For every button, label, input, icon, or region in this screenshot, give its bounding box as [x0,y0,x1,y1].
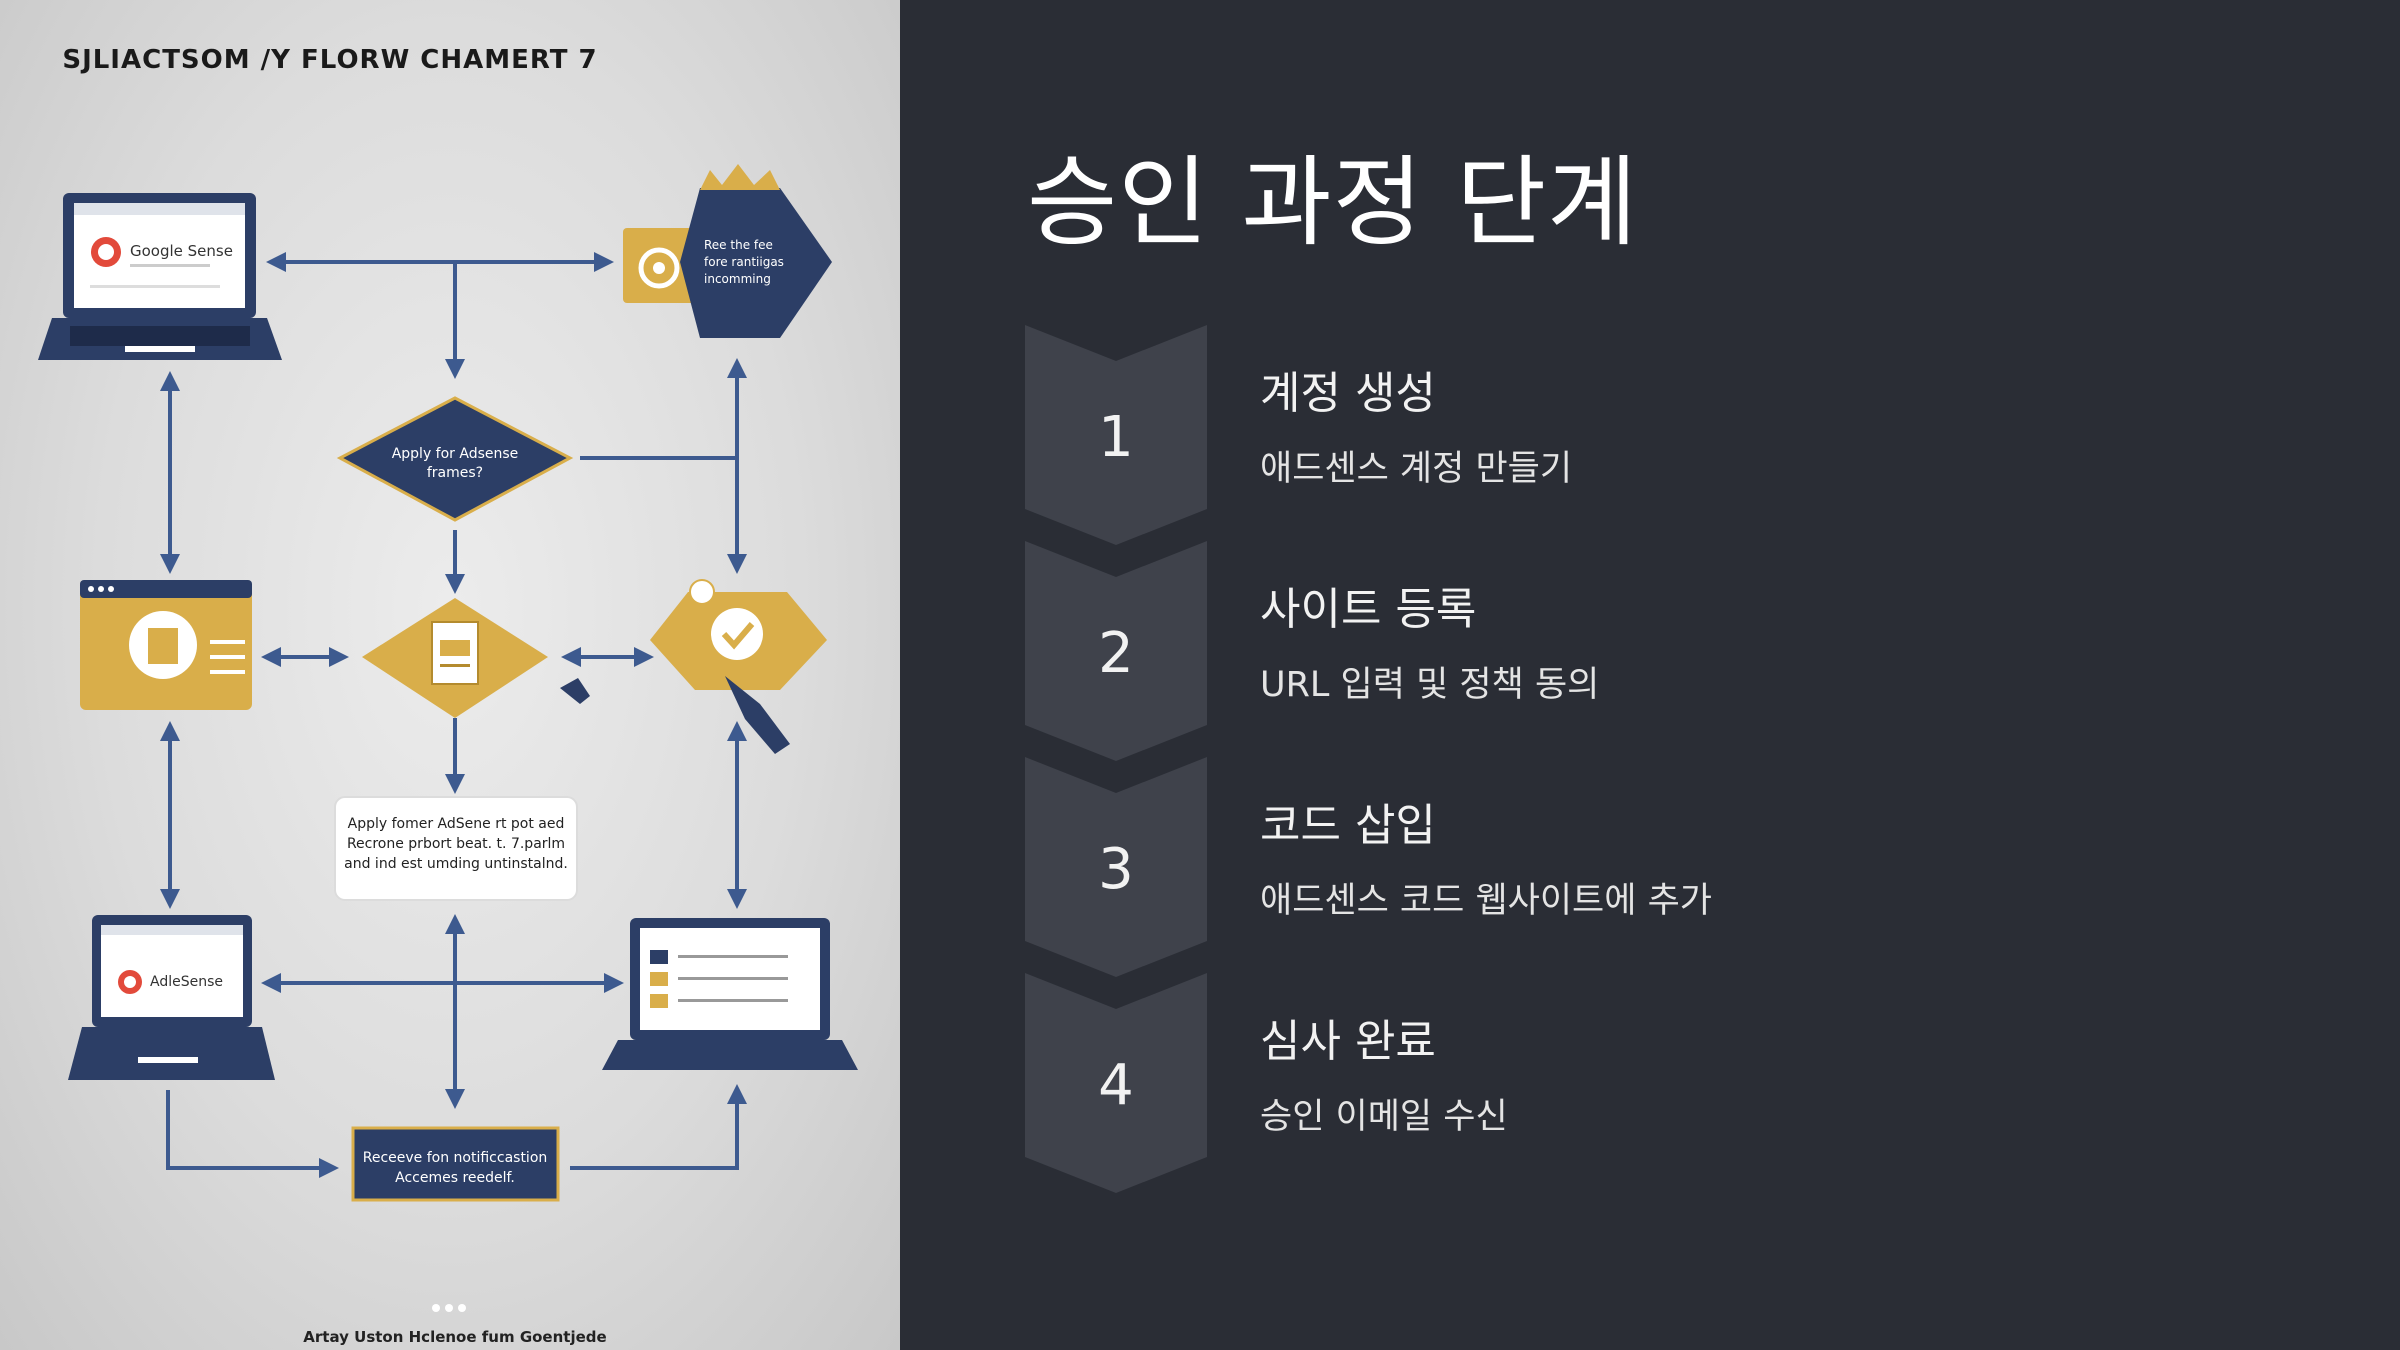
pointer-icon [560,678,590,704]
crown-badge: Ree the fee fore rantiigas incomming [623,164,832,338]
step-title: 계정 생성 [1260,368,1436,419]
flowchart-image: SJLIACTSOM /Y FLORW CHAMERT 7 [0,0,900,1350]
final-box: Receeve fon notificcastion Accemes reede… [351,1126,560,1202]
step-title: 사이트 등록 [1260,584,1477,635]
flow-connectors [160,252,747,1178]
laptop-bottom-right [602,918,858,1070]
step-chevron [1025,541,1207,761]
svg-text:fore rantiigas: fore rantiigas [704,255,784,269]
step-number: 3 [1098,837,1134,902]
step-4: 4 심사 완료 승인 이메일 수신 [1025,973,2225,1193]
step-description: URL 입력 및 정책 동의 [1260,665,1600,705]
step-chevron [1025,757,1207,977]
svg-text:Apply fomer AdSene rt pot aed: Apply fomer AdSene rt pot aed [348,816,565,832]
svg-text:Apply for Adsense: Apply for Adsense [392,446,519,462]
step-number: 1 [1098,405,1134,470]
step-1: 1 계정 생성 애드센스 계정 만들기 [1025,325,2225,545]
decision-diamond: Apply for Adsense frames? [336,396,574,522]
step-title: 코드 삽입 [1260,800,1436,851]
svg-text:incomming: incomming [704,272,771,286]
flowchart-heading: SJLIACTSOM /Y FLORW CHAMERT 7 [62,45,597,75]
step-description: 애드센스 코드 웹사이트에 추가 [1260,881,1712,921]
step-number: 2 [1098,621,1134,686]
check-pentagon [650,579,827,754]
pagination-dots [432,1304,466,1312]
svg-text:Recrone prbort beat. t. 7.parl: Recrone prbort beat. t. 7.parlm [347,836,565,852]
gold-diamond [362,598,548,718]
svg-text:frames?: frames? [427,465,483,481]
slide-title: 승인 과정 단계 [1027,146,1639,260]
laptop-top-left: Google Sense [38,193,282,360]
svg-text:and ind est umding untinstalnd: and ind est umding untinstalnd. [344,856,568,872]
laptop-bottom-left: AdleSense [68,915,275,1080]
svg-text:Ree the fee: Ree the fee [704,238,773,252]
step-title: 심사 완료 [1260,1016,1436,1067]
laptop-bottom-label: AdleSense [150,974,223,990]
note-box: Apply fomer AdSene rt pot aed Recrone pr… [334,796,578,901]
svg-text:Receeve fon notificcastion: Receeve fon notificcastion [363,1150,548,1166]
flowchart-diagram: SJLIACTSOM /Y FLORW CHAMERT 7 [38,45,858,1346]
slide-content: 승인 과정 단계 1 계정 생성 애드센스 계정 만들기 2 사이트 등록 UR… [900,0,2400,1350]
step-2: 2 사이트 등록 URL 입력 및 정책 동의 [1025,541,2225,761]
svg-text:Accemes reedelf.: Accemes reedelf. [395,1170,515,1186]
flowchart-footer: Artay Uston Hclenoe fum Goentjede [303,1328,606,1346]
step-number: 4 [1098,1053,1134,1118]
browser-window-left [80,580,252,710]
step-chevron [1025,325,1207,545]
laptop-top-label: Google Sense [130,242,233,260]
step-chevron [1025,973,1207,1193]
step-3: 3 코드 삽입 애드센스 코드 웹사이트에 추가 [1025,757,2225,977]
step-description: 승인 이메일 수신 [1260,1097,1508,1137]
step-description: 애드센스 계정 만들기 [1260,449,1573,489]
